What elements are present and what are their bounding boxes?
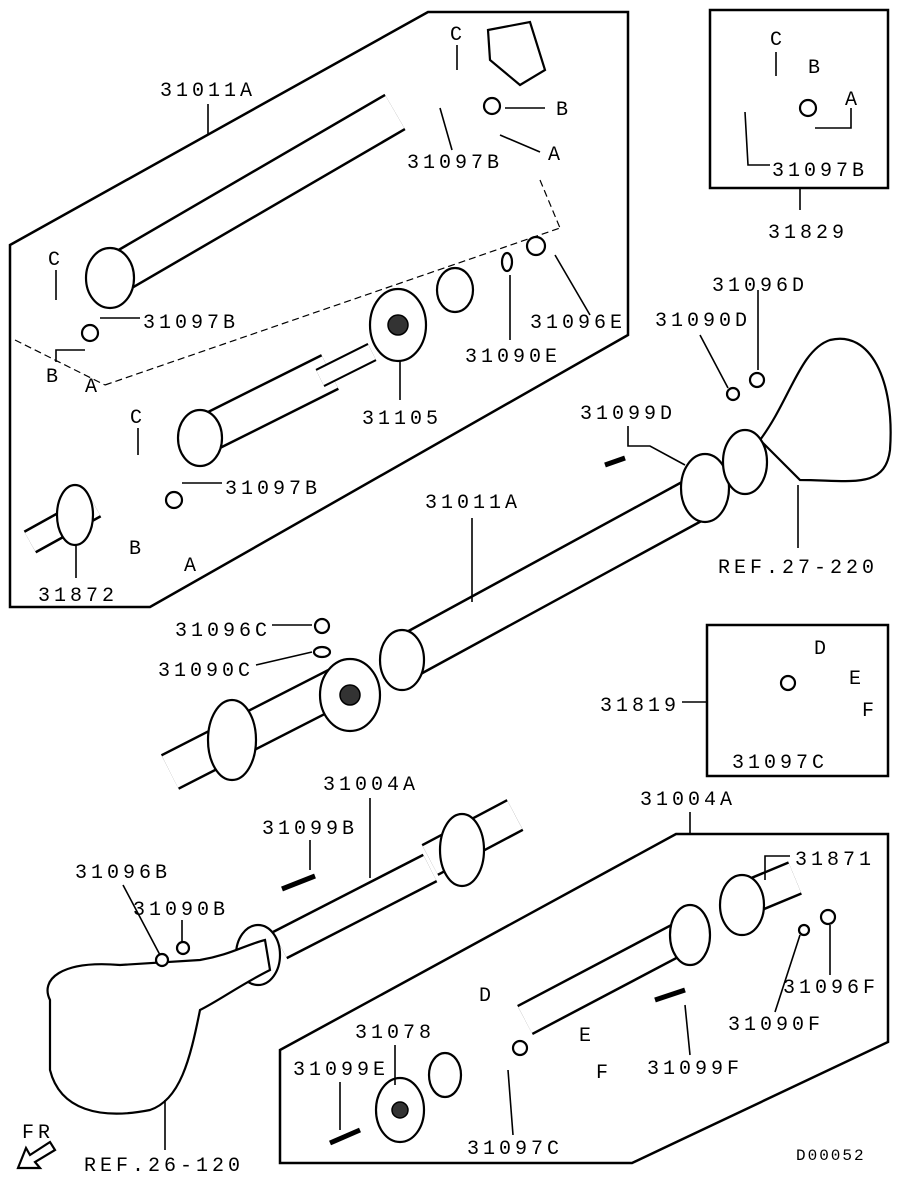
part-label: A — [845, 89, 861, 112]
part-label: 31097B — [225, 478, 321, 501]
part-label: 31004A — [323, 774, 419, 797]
group-box-31004a-detail — [278, 832, 890, 1165]
part-label: A — [548, 144, 564, 167]
part-label: 31097B — [772, 160, 868, 183]
part-label: 31097C — [732, 752, 828, 775]
part-label: C — [770, 29, 786, 52]
callout-labels: 31011A C B A 31097B C B A 31097B 31829 C… — [22, 24, 879, 1178]
part-label: B — [808, 57, 824, 80]
part-label: F — [862, 700, 878, 723]
part-label: 31829 — [768, 222, 848, 245]
part-label: 31097B — [407, 152, 503, 175]
part-label: 31090D — [655, 310, 751, 333]
part-label: 31090B — [133, 899, 229, 922]
part-label: 31099F — [647, 1058, 743, 1081]
part-label: A — [184, 555, 200, 578]
part-label: 31099B — [262, 818, 358, 841]
part-label: 31011A — [425, 492, 521, 515]
group-box-31011a-detail — [8, 10, 630, 609]
part-label: D — [814, 638, 830, 661]
part-label: 31096C — [175, 620, 271, 643]
part-label: 31096D — [712, 275, 808, 298]
part-label: 31096B — [75, 862, 171, 885]
part-label: 31099D — [580, 403, 676, 426]
part-label: 31090F — [728, 1014, 824, 1037]
shaft-parts — [23, 20, 892, 1146]
group-box-31819 — [705, 623, 890, 778]
part-label: 31097B — [143, 312, 239, 335]
part-label: 31099E — [293, 1059, 389, 1082]
part-label: 31004A — [640, 789, 736, 812]
part-label: 31090E — [465, 346, 561, 369]
part-label: 31078 — [355, 1022, 435, 1045]
part-label: REF.27-220 — [718, 557, 878, 580]
part-label: D — [479, 985, 495, 1008]
part-label: E — [849, 668, 865, 691]
leader-lines — [14, 45, 852, 1150]
part-label: B — [556, 99, 572, 122]
part-label: 31011A — [160, 80, 256, 103]
part-label: 31872 — [38, 585, 118, 608]
front-arrow-icon — [16, 1140, 57, 1170]
group-box-31829 — [708, 8, 890, 190]
part-label: 31105 — [362, 408, 442, 431]
part-label: B — [46, 366, 62, 389]
part-label: REF.26-120 — [84, 1155, 244, 1178]
part-label: 31097C — [467, 1138, 563, 1161]
diagram-code: D00052 — [796, 1147, 866, 1165]
part-label: C — [48, 249, 64, 272]
part-label: F — [596, 1062, 612, 1085]
front-label: FR — [22, 1122, 54, 1145]
part-label: A — [85, 376, 101, 399]
part-label: 31871 — [795, 849, 875, 872]
part-label: B — [129, 538, 145, 561]
part-label: C — [450, 24, 466, 47]
part-label: 31819 — [600, 695, 680, 718]
part-label: C — [130, 407, 146, 430]
part-label: 31096E — [530, 312, 626, 335]
part-label: 31090C — [158, 660, 254, 683]
part-label: E — [579, 1025, 595, 1048]
part-label: 31096F — [783, 977, 879, 1000]
